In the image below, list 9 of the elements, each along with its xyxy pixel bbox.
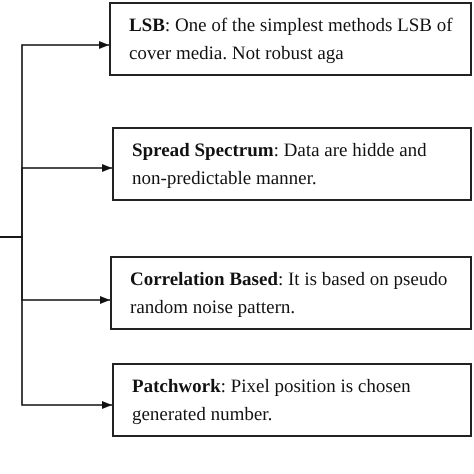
process-box xyxy=(112,127,472,201)
description-text: Spread Spectrum: Data are hidde and non-predictable manner. xyxy=(132,139,428,191)
arrow xyxy=(0,236,112,409)
process-box xyxy=(109,2,472,76)
description-text: Patchwork: Pixel position is chosen generated number. xyxy=(132,375,412,427)
description-text: Correlation Based: It is based on pseudo random noise pattern. xyxy=(130,268,448,320)
process-box xyxy=(110,256,472,330)
process-box xyxy=(112,363,472,437)
description-text: LSB: One of the simplest methods LSB of cover media. Not robust aga xyxy=(129,14,454,66)
